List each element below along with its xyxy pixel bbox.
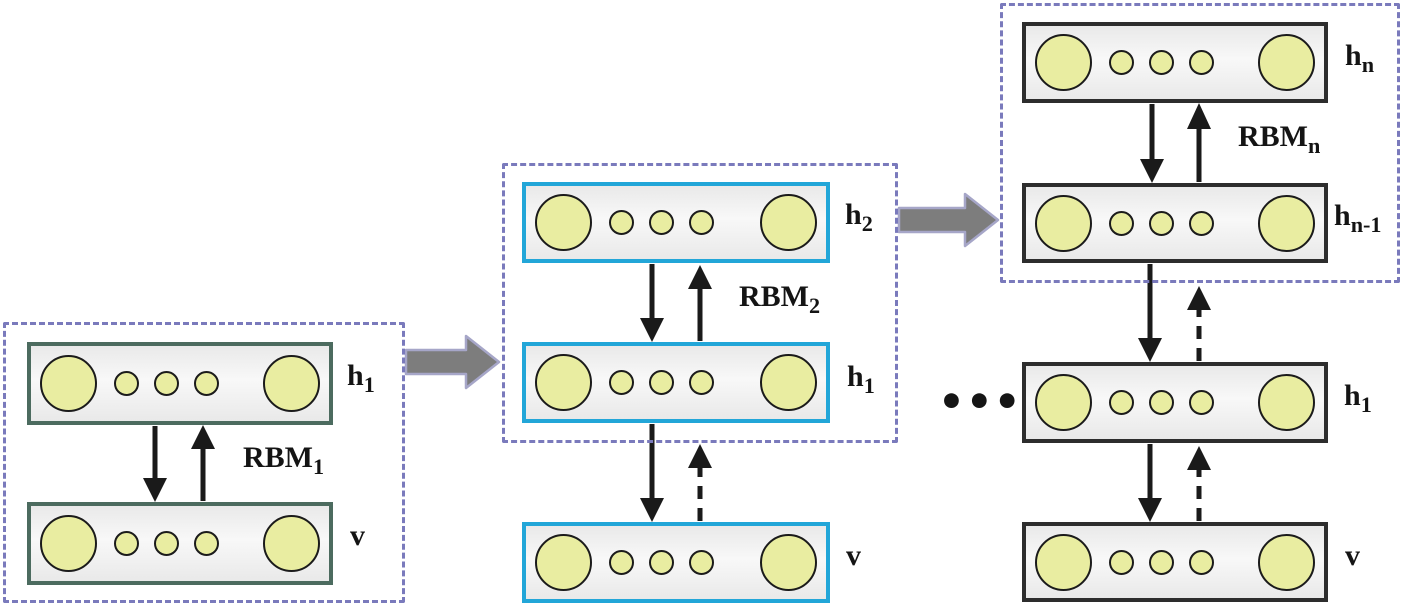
neuron-row [1026, 187, 1324, 259]
neuron-row [31, 506, 329, 581]
layer-label-v-stagen: v [1345, 539, 1360, 572]
layer-box-hn1-stagen [1022, 183, 1328, 263]
layer-label-v-stage2: v [846, 539, 861, 572]
layer-box-h1-stage2 [522, 342, 830, 423]
rbm2-label: RBM2 [739, 280, 821, 319]
dashed-up-arrow [1187, 286, 1211, 361]
neuron-small [1109, 210, 1134, 236]
layer-label-h1-stage1: h1 [347, 359, 375, 398]
neuron-small [1109, 50, 1134, 75]
neuron-small [1109, 549, 1134, 575]
layer-box-v-stage1 [27, 502, 333, 585]
rbm1-boundary-box [3, 322, 405, 603]
neuron-large [263, 355, 320, 412]
rbm2-boundary-box [502, 163, 898, 443]
neuron-large [263, 515, 320, 572]
neuron-large [535, 194, 592, 251]
neuron-large [760, 534, 817, 591]
layer-box-h1-stage1 [27, 342, 333, 425]
neuron-row [1026, 26, 1324, 99]
layer-label-v-stage1: v [350, 519, 365, 552]
layer-label-hn-stagen: hn [1345, 39, 1375, 78]
neuron-small [1189, 50, 1214, 75]
neuron-small [689, 370, 714, 395]
neuron-small [1149, 50, 1174, 75]
layer-box-hn-stagen [1022, 22, 1328, 103]
neuron-small [609, 210, 634, 235]
dashed-up-arrow [688, 444, 712, 521]
neuron-large [760, 194, 817, 251]
neuron-small [194, 531, 219, 556]
neuron-row [31, 346, 329, 421]
neuron-small [194, 371, 219, 396]
neuron-small [114, 531, 139, 556]
layer-label-h2-stage2: h2 [845, 198, 873, 237]
neuron-large [1035, 533, 1092, 591]
layer-label-h1-stage2: h1 [847, 360, 875, 399]
layer-box-v-stage2 [522, 522, 830, 603]
neuron-small [1109, 390, 1134, 415]
neuron-large [1035, 34, 1092, 91]
neuron-large [760, 354, 817, 411]
neuron-small [689, 550, 714, 575]
neuron-small [649, 550, 674, 575]
layer-box-h2-stage2 [522, 182, 830, 263]
neuron-row [1026, 526, 1324, 598]
neuron-small [1149, 549, 1174, 575]
neuron-large [1035, 194, 1092, 252]
neuron-large [1258, 533, 1315, 591]
neuron-large [40, 515, 97, 572]
neuron-large [40, 355, 97, 412]
neuron-small [609, 370, 634, 395]
down-arrow [1138, 444, 1162, 522]
neuron-small [1189, 390, 1214, 415]
layer-box-h1-stagen [1022, 362, 1328, 443]
stage-transition-arrow-icon [404, 334, 501, 390]
neuron-small [114, 371, 139, 396]
neuron-row [526, 346, 826, 419]
neuron-large [1258, 34, 1315, 91]
rbm1-label: RBM1 [243, 441, 325, 480]
layer-label-hn1-stagen: hn-1 [1334, 199, 1382, 238]
dashed-up-arrow [1187, 446, 1211, 521]
rbmn-boundary-box [1000, 3, 1400, 283]
neuron-small [1189, 210, 1214, 236]
neuron-row [1026, 366, 1324, 439]
neuron-small [1149, 390, 1174, 415]
neuron-large [1258, 374, 1315, 431]
neuron-small [1189, 549, 1214, 575]
neuron-large [535, 534, 592, 591]
neuron-small [649, 210, 674, 235]
neuron-small [609, 550, 634, 575]
rbmn-label: RBMn [1238, 120, 1321, 159]
ellipsis: ••• [938, 377, 1022, 426]
neuron-small [154, 371, 179, 396]
neuron-large [535, 354, 592, 411]
layer-box-v-stagen [1022, 522, 1328, 602]
neuron-small [689, 210, 714, 235]
neuron-small [649, 370, 674, 395]
neuron-large [1258, 194, 1315, 252]
neuron-row [526, 186, 826, 259]
stage-transition-arrow-icon [897, 192, 1000, 248]
neuron-small [154, 531, 179, 556]
layer-label-h1-stagen: h1 [1344, 379, 1372, 418]
neuron-small [1149, 210, 1174, 236]
neuron-row [526, 526, 826, 599]
neuron-large [1035, 374, 1092, 431]
